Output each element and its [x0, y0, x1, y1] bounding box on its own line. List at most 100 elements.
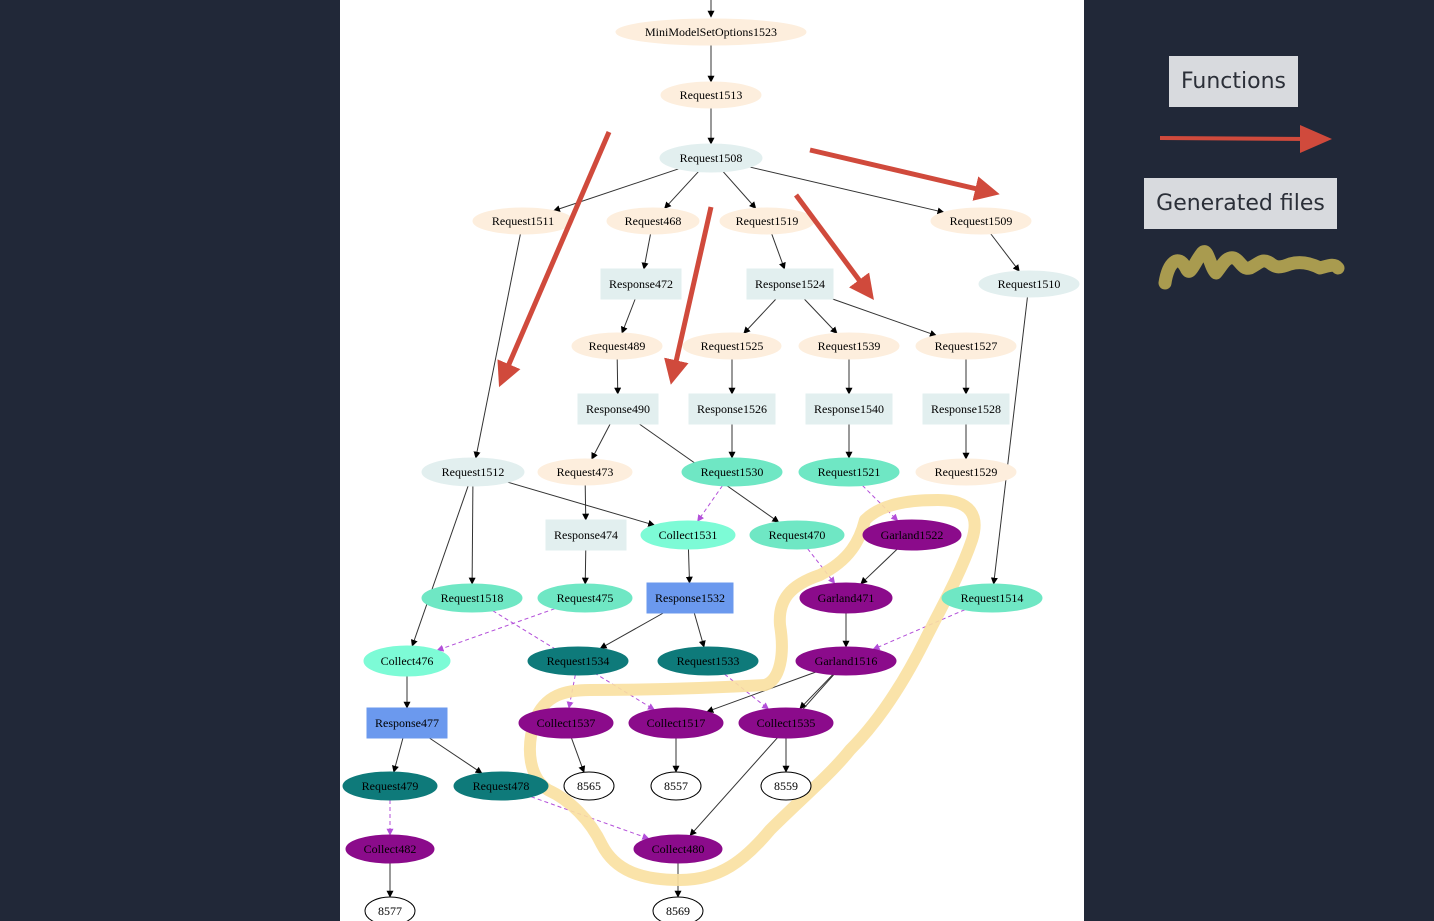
function-arrows [497, 131, 1000, 388]
legend-marker-scribble-icon [1158, 245, 1345, 290]
node-shape-Request473 [537, 458, 633, 486]
edge-Request1508-Request468 [664, 171, 699, 209]
node-8559: 8559 [760, 771, 812, 801]
node-shape-MiniModelSetOptions1523 [615, 18, 807, 46]
node-8557: 8557 [650, 771, 702, 801]
edge-Request475-Collect476 [436, 608, 555, 652]
node-shape-Garland1516 [795, 646, 897, 676]
node-label-Request1514: Request1514 [961, 591, 1024, 605]
node-label-Request478: Request478 [473, 779, 530, 793]
node-Garland1522: Garland1522 [862, 519, 962, 551]
node-shape-8577 [364, 896, 416, 921]
node-shape-Request1539 [798, 332, 900, 360]
function-arrow-1 [497, 131, 612, 388]
node-Request470: Request470 [749, 520, 845, 550]
node-Request1511: Request1511 [472, 207, 574, 235]
node-Request1512: Request1512 [421, 457, 525, 487]
node-shape-Response1540 [805, 393, 893, 425]
edge-Request1519-Response1524 [771, 233, 786, 270]
node-Collect1537: Collect1537 [518, 707, 614, 739]
edge-Request489-Response490 [614, 358, 622, 395]
node-Collect1517: Collect1517 [628, 707, 724, 739]
node-shape-Request1527 [915, 332, 1017, 360]
node-label-Response474: Response474 [554, 528, 618, 542]
edge-Request1509-Request1510 [990, 233, 1020, 272]
node-Collect1531: Collect1531 [640, 520, 736, 550]
node-label-Garland1522: Garland1522 [881, 528, 944, 542]
node-shape-Collect1517 [628, 707, 724, 739]
node-shape-Collect1531 [640, 520, 736, 550]
node-Response477: Response477 [366, 707, 448, 739]
generated-files-outline [523, 494, 981, 886]
node-Request1525: Request1525 [682, 332, 782, 360]
node-Request1508: Request1508 [659, 143, 763, 173]
node-label-Request470: Request470 [769, 528, 826, 542]
node-8565: 8565 [563, 771, 615, 801]
node-shape-Response1532 [646, 582, 734, 614]
node-Request1533: Request1533 [657, 646, 759, 676]
node-shape-Request1514 [941, 583, 1043, 613]
node-label-Collect1531: Collect1531 [659, 528, 718, 542]
edge-Garland1516-Collect1517 [706, 671, 816, 713]
node-shape-Garland471 [799, 582, 893, 614]
edge-Request1512-Collect1531 [507, 481, 656, 527]
edge-Response1532-Request1534 [599, 612, 664, 649]
node-label-8565: 8565 [577, 779, 601, 793]
node-label-Collect480: Collect480 [652, 842, 705, 856]
node-shape-Request1521 [798, 457, 900, 487]
node-Response1524: Response1524 [746, 268, 834, 300]
node-label-8557: 8557 [664, 779, 688, 793]
node-Request1530: Request1530 [681, 457, 783, 487]
edge-Request1512-Collect476 [410, 485, 469, 647]
node-label-Request1508: Request1508 [680, 151, 743, 165]
node-Request1513: Request1513 [660, 81, 762, 109]
node-Request489: Request489 [571, 332, 663, 360]
nodes-layer: MiniModelSetOptions1523Request1513Reques… [342, 18, 1080, 921]
node-Request1529: Request1529 [915, 458, 1017, 486]
node-Request1539: Request1539 [798, 332, 900, 360]
node-label-Response490: Response490 [586, 402, 650, 416]
edges-layer [386, 0, 1028, 898]
node-Collect476: Collect476 [363, 645, 451, 677]
node-shape-Response490 [577, 393, 659, 425]
node-shape-Request479 [342, 771, 438, 801]
edge-Response1532-Request1533 [693, 612, 706, 648]
node-label-Request1518: Request1518 [441, 591, 504, 605]
node-label-Request1533: Request1533 [677, 654, 740, 668]
node-shape-8557 [650, 771, 702, 801]
node-8569: 8569 [652, 896, 704, 921]
node-Request1519: Request1519 [719, 207, 815, 235]
node-Response490: Response490 [577, 393, 659, 425]
node-label-Request1509: Request1509 [950, 214, 1013, 228]
node-Request479: Request479 [342, 771, 438, 801]
edge-Collect1531-Response1532 [685, 548, 693, 584]
edge-Request1508-Request1509 [749, 166, 945, 215]
node-label-Request1527: Request1527 [935, 339, 998, 353]
node-shape-Collect1537 [518, 707, 614, 739]
node-shape-Response477 [366, 707, 448, 739]
edge-Request1510-Request1514 [990, 296, 1028, 585]
node-label-Collect1517: Collect1517 [647, 716, 706, 730]
node-label-Request1525: Request1525 [701, 339, 764, 353]
node-Request1518: Request1518 [421, 583, 523, 613]
node-shape-Response1524 [746, 268, 834, 300]
edge-Response474-Request475 [581, 549, 589, 585]
node-shape-Collect482 [345, 834, 435, 864]
node-shape-Request1510 [978, 270, 1080, 298]
node-Response1526: Response1526 [688, 393, 776, 425]
node-Garland1516: Garland1516 [795, 646, 897, 676]
node-shape-Response474 [545, 519, 627, 551]
node-label-Request1529: Request1529 [935, 465, 998, 479]
node-label-Request479: Request479 [362, 779, 419, 793]
dependency-graph: MiniModelSetOptions1523Request1513Reques… [342, 0, 1080, 921]
edge-Response1524-Request1525 [743, 298, 777, 334]
edge-Request468-Response472 [641, 233, 652, 270]
node-Request1534: Request1534 [527, 646, 629, 676]
node-shape-Request1513 [660, 81, 762, 109]
node-label-Request1511: Request1511 [492, 214, 554, 228]
node-Request473: Request473 [537, 458, 633, 486]
node-label-Request1510: Request1510 [998, 277, 1061, 291]
node-Request1510: Request1510 [978, 270, 1080, 298]
node-shape-8569 [652, 896, 704, 921]
node-label-Request468: Request468 [625, 214, 682, 228]
